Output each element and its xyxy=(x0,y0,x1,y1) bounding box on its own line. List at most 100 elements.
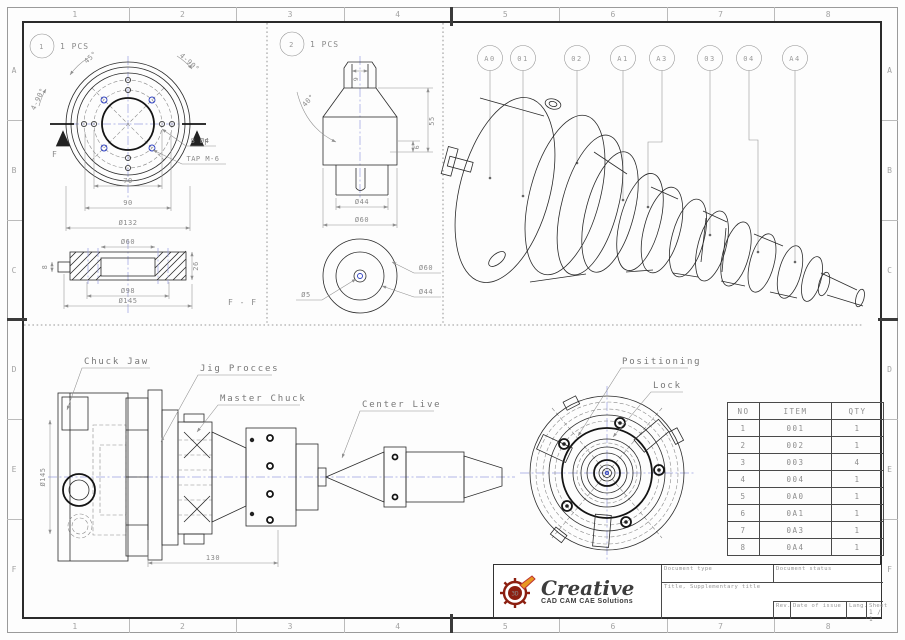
tap-note: TAP M-6 xyxy=(186,155,219,163)
label-center-live: Center Live xyxy=(362,400,441,410)
label-master-chuck: Master Chuck xyxy=(220,394,307,404)
grid-row-label: F xyxy=(7,519,22,619)
grid-col-label: 7 xyxy=(666,7,775,21)
cell-qty: 1 xyxy=(831,487,884,505)
chuck-key xyxy=(440,146,474,177)
label-jig-process: Jig Procces xyxy=(200,364,279,374)
grid-row-label: B xyxy=(7,119,22,220)
rev-field: Rev. xyxy=(773,601,790,619)
grid-col-label: 8 xyxy=(774,7,882,21)
document-type-label: Document type xyxy=(664,566,713,572)
document-type-field: Document type xyxy=(661,565,773,583)
balloon-03: 03 xyxy=(704,55,715,63)
label-positioning: Positioning xyxy=(622,357,701,367)
date-label: Date of issue xyxy=(793,603,842,609)
dim-6: 6 xyxy=(413,145,421,149)
grid-col-label: 4 xyxy=(343,619,452,633)
center-mark-right xyxy=(878,318,898,321)
dim-90: 90 xyxy=(123,199,132,207)
rim-tab xyxy=(668,427,685,445)
section-arrow-label-left: F xyxy=(52,150,58,159)
document-status-label: Document status xyxy=(776,566,832,572)
dim-bottom-44: Ø44 xyxy=(419,288,433,296)
balloon-2-label: 2 xyxy=(289,41,295,49)
sheet-field: Sheet 1 / 1 xyxy=(866,601,888,623)
brand-logo: 3D Creative CAD CAM CAE Solutions xyxy=(496,568,659,614)
center-mark-top xyxy=(450,7,453,26)
cell-no: 2 xyxy=(727,436,760,454)
rim-tab xyxy=(549,526,568,544)
cell-no: 6 xyxy=(727,504,760,522)
grid-row-label: E xyxy=(7,419,22,519)
chuck-bolt xyxy=(544,98,562,110)
jig-stack xyxy=(177,421,213,535)
cell-no: 7 xyxy=(727,521,760,539)
balloon-A3: A3 xyxy=(656,55,667,63)
balloon-1 xyxy=(29,33,55,59)
lang-label: Lang. xyxy=(849,603,868,609)
cell-qty: 1 xyxy=(831,436,884,454)
badge-3d: 3D xyxy=(511,591,519,598)
grid-col-label: 7 xyxy=(666,619,775,633)
grid-row-label: A xyxy=(887,65,893,75)
balloon-A0: A0 xyxy=(484,55,495,63)
cell-item: 001 xyxy=(759,419,832,437)
dim-60: Ø60 xyxy=(355,216,369,224)
grid-row-label: C xyxy=(7,219,22,320)
sheet-label: Sheet xyxy=(869,603,888,609)
cell-no: 5 xyxy=(727,487,760,505)
center-mark-left xyxy=(7,318,27,321)
cell-item: 0A3 xyxy=(759,521,832,539)
title-label: Title, Supplementary title xyxy=(664,584,761,590)
dim-8: 8 xyxy=(41,265,49,270)
col-no: NO xyxy=(727,402,760,420)
dim-26: 26 xyxy=(192,261,200,270)
grid-row-label: A xyxy=(11,65,18,75)
section-arrow-label-right: F xyxy=(204,138,210,147)
tap-hole xyxy=(100,144,108,152)
grid-row-label: B xyxy=(882,119,898,220)
cell-item: 0A4 xyxy=(759,538,832,556)
cell-item: 004 xyxy=(759,470,832,488)
tap-hole xyxy=(100,96,108,104)
dim-55: 55 xyxy=(428,116,436,125)
cell-no: 4 xyxy=(727,470,760,488)
pencil-icon xyxy=(519,575,536,590)
date-field: Date of issue xyxy=(790,601,846,619)
cell-qty: 1 xyxy=(831,538,884,556)
iso-view: A0 01 02 A1 A3 03 04 A4 xyxy=(440,45,865,308)
rev-label: Rev. xyxy=(776,603,791,609)
dim-44: Ø44 xyxy=(355,198,369,206)
cell-no: 3 xyxy=(727,453,760,471)
grid-row-label: F xyxy=(882,519,898,619)
side-view: 130 Ø145 Chuck Jaw Jig Procces Master Ch… xyxy=(39,357,515,567)
title-field: Title, Supplementary title xyxy=(661,583,773,619)
balloon-01: 01 xyxy=(517,55,528,63)
balloon-04: 04 xyxy=(743,55,754,63)
holes-note: 8 Ø4 xyxy=(191,137,210,145)
col-qty: QTY xyxy=(831,402,884,420)
dim-bottom-60: Ø60 xyxy=(419,264,433,272)
balloon-2 xyxy=(279,31,305,57)
dim-145-side: Ø145 xyxy=(39,468,47,487)
center-mark-bottom xyxy=(450,614,453,633)
grid-col-label: 3 xyxy=(236,7,344,21)
chuck-slot xyxy=(488,251,506,267)
rim-tab xyxy=(562,395,581,411)
dim-132: Ø132 xyxy=(119,219,138,227)
dim-bottom-5: Ø5 xyxy=(301,291,310,299)
dim-130: 130 xyxy=(206,554,220,562)
sheet-value: 1 / 1 xyxy=(869,609,882,623)
cell-qty: 4 xyxy=(831,453,884,471)
title-block: 3D Creative CAD CAM CAE Solutions Docume… xyxy=(493,564,888,623)
dim-angle-40: 40° xyxy=(301,93,316,109)
cell-qty: 1 xyxy=(831,504,884,522)
gear-3d-icon: 3D xyxy=(500,575,536,608)
